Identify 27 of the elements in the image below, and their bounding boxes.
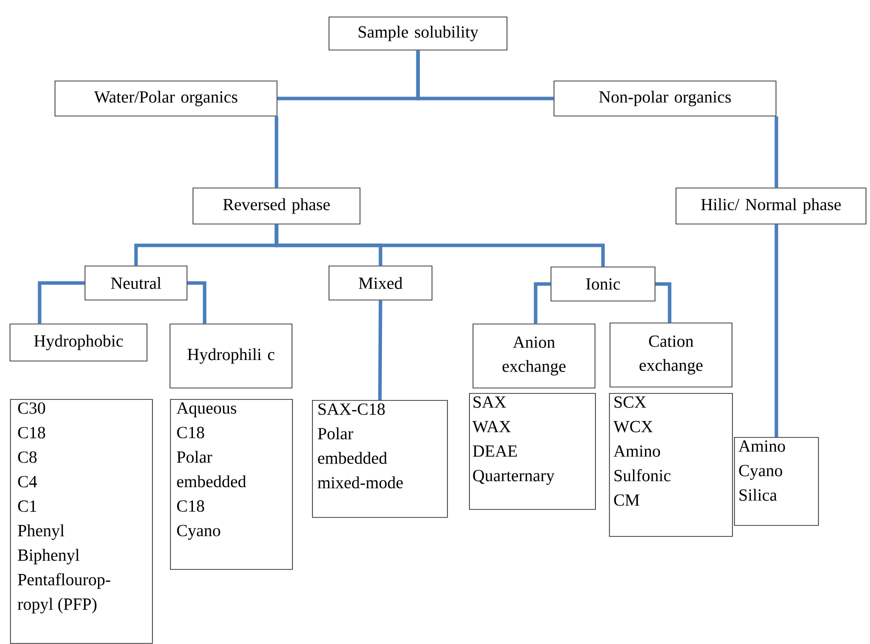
list-box: Amino Cyano Silica bbox=[734, 437, 819, 526]
list-box: SAX WAX DEAE Quarternary bbox=[469, 393, 596, 510]
list-box: SAX-C18 Polar embedded mixed-mode bbox=[312, 400, 448, 518]
category-box: Reversed phase bbox=[192, 188, 360, 224]
connector-line bbox=[38, 281, 85, 324]
category-box: Water/Polar organics bbox=[54, 80, 278, 116]
category-box: Hydrophili c bbox=[170, 324, 292, 388]
connector-line bbox=[534, 282, 551, 324]
category-box: Neutral bbox=[84, 266, 188, 300]
category-box: Sample solubility bbox=[328, 16, 508, 50]
connector-line bbox=[378, 300, 382, 400]
category-box: Mixed bbox=[328, 266, 432, 300]
connector-line bbox=[416, 50, 554, 100]
category-box: Anion exchange bbox=[472, 324, 596, 388]
connector-line bbox=[774, 116, 778, 188]
list-box: C30 C18 C8 C4 C1 Phenyl Biphenyl Pentaflourop- ropyl (PFP) bbox=[10, 399, 153, 644]
category-box: Hilic/ Normal phase bbox=[676, 188, 866, 224]
list-box: Aqueous C18 Polar embedded C18 Cyano bbox=[170, 399, 293, 570]
connector-line bbox=[774, 224, 778, 437]
category-box: Non-polar organics bbox=[554, 80, 776, 116]
category-box: Ionic bbox=[550, 266, 656, 302]
connector-line bbox=[274, 224, 605, 267]
category-box: Hydrophobic bbox=[10, 324, 148, 362]
connector-line bbox=[655, 282, 672, 323]
category-box: Cation exchange bbox=[610, 322, 732, 388]
connector-line bbox=[274, 116, 278, 188]
connector-line bbox=[187, 281, 206, 324]
